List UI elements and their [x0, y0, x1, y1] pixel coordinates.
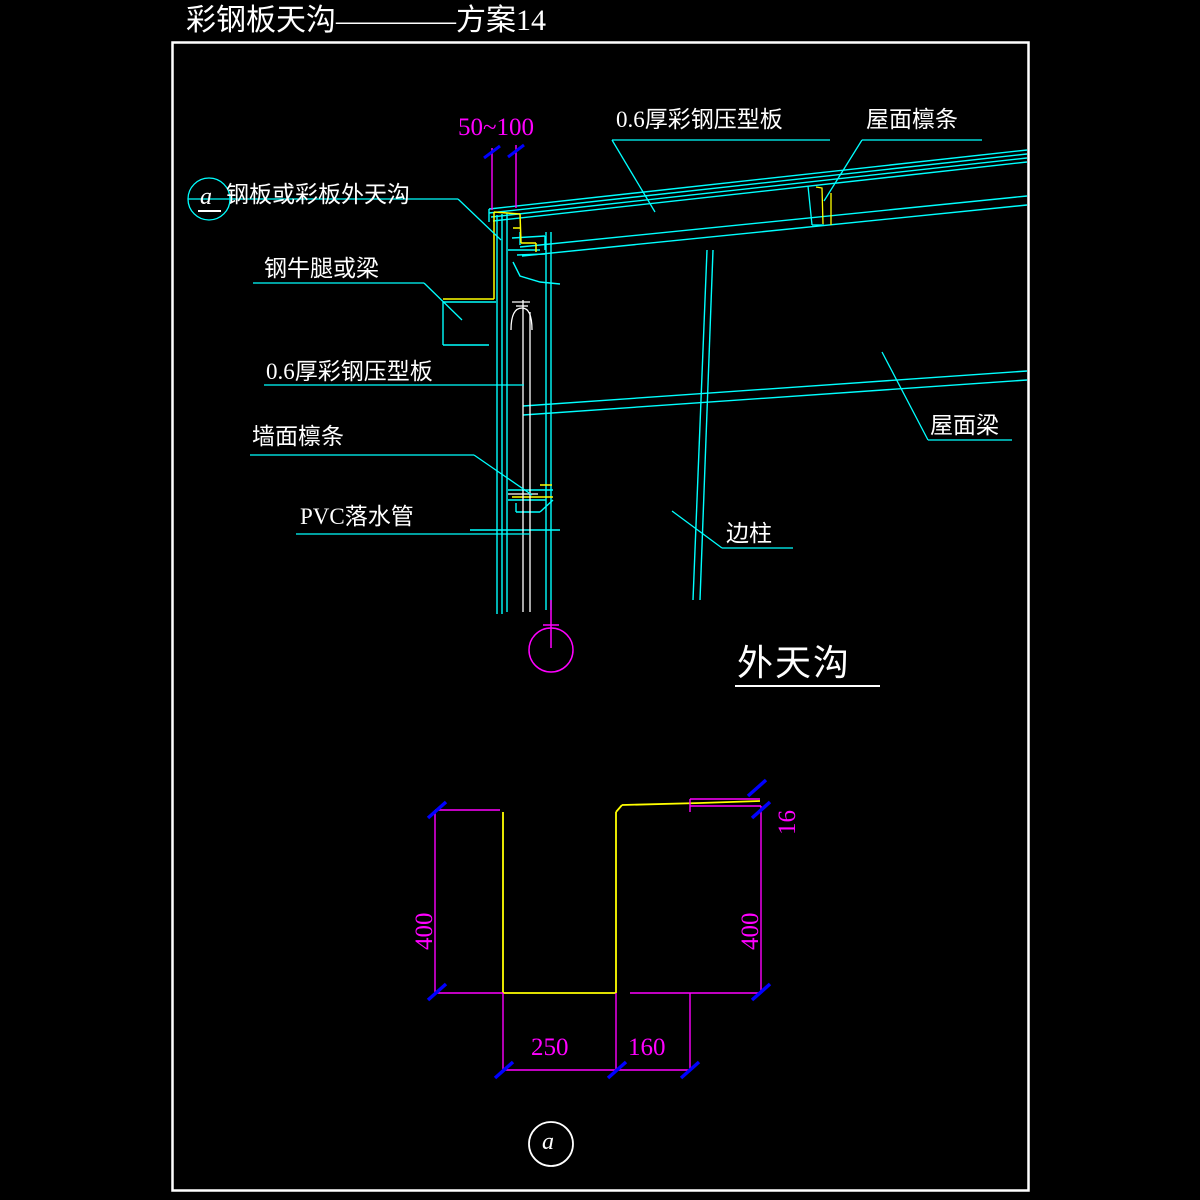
roof-underlayer-lines — [519, 195, 1028, 257]
downpipe-outlet — [528, 600, 574, 673]
gutter-profile-yellow — [443, 211, 537, 300]
overhang-dimension — [483, 143, 525, 210]
label-roof-purlin: 屋面檩条 — [866, 107, 958, 132]
label-roof-beam: 屋面梁 — [930, 413, 999, 438]
gutter-section-detail — [426, 778, 772, 1167]
gutter-outline-cyan — [442, 209, 561, 614]
downpipe-yellow-fitting — [512, 484, 553, 498]
dimension-right-depth: 400 — [737, 912, 764, 951]
detail-marker-bottom-letter: a — [542, 1129, 554, 1155]
detail-marker-top-letter: a — [200, 184, 212, 210]
dimension-left-depth: 400 — [411, 912, 438, 951]
label-roof-panel: 0.6厚彩钢压型板 — [616, 107, 783, 132]
detail-marker-circle-bottom — [528, 1121, 574, 1167]
downpipe-rounded-top — [510, 307, 533, 331]
dimension-ticks — [426, 778, 772, 1080]
label-wall-panel: 0.6厚彩钢压型板 — [266, 359, 433, 384]
dimension-overhang: 50~100 — [458, 114, 535, 141]
label-gutter-callout: 钢板或彩板外天沟 — [226, 182, 410, 207]
page-title: 彩钢板天沟————方案14 — [186, 4, 546, 37]
roof-panel-lines — [488, 149, 1028, 222]
dimension-lip: 16 — [774, 810, 801, 835]
drawing-frame — [171, 41, 1030, 1192]
dimension-bottom-width: 250 — [531, 1034, 569, 1061]
roof-purlin-cleat — [807, 185, 824, 226]
section-title: 外天沟 — [737, 643, 852, 683]
dimension-right-width: 160 — [628, 1034, 666, 1061]
side-column-lines — [692, 249, 714, 601]
wall-panel-white-lines — [508, 300, 538, 612]
roof-assembly — [187, 139, 1028, 687]
label-side-column: 边柱 — [726, 521, 772, 546]
gutter-section-dimensions — [434, 798, 762, 1071]
roof-beam-lines — [522, 370, 1028, 416]
leader-lines — [187, 139, 1012, 549]
label-wall-purlin: 墙面檩条 — [252, 424, 344, 449]
gutter-section-profile — [502, 800, 761, 994]
roof-purlin-cleat-yellow — [815, 186, 832, 225]
label-pvc-downpipe: PVC落水管 — [300, 504, 414, 529]
label-steel-corbel: 钢牛腿或梁 — [264, 256, 379, 281]
